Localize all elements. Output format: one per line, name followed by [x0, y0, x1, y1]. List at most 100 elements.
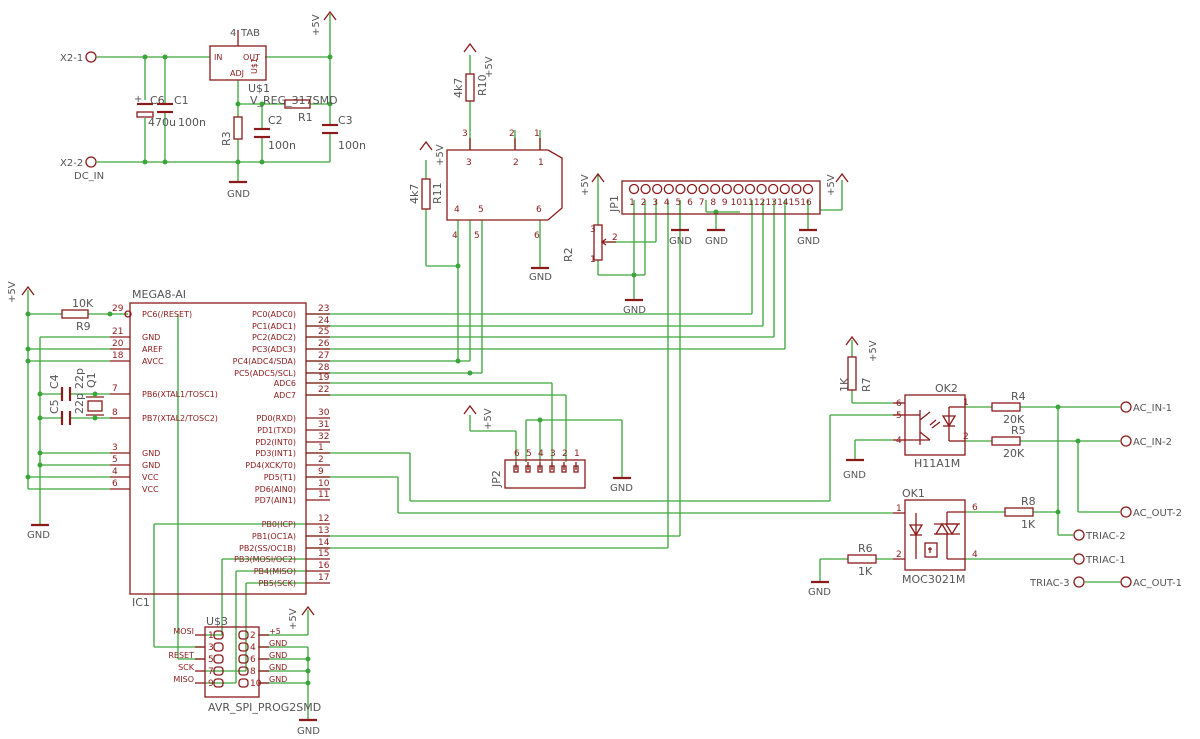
r4-value: 20K — [1003, 413, 1025, 426]
resistors: R1 R3 10K R9 4k7 R10 4k7 R11 1K R7 R4 20… — [61, 73, 1036, 578]
ac-in-1-label: AC_IN-1 — [1133, 403, 1172, 414]
sw-pin2: 2 — [513, 158, 519, 168]
jp2-pin-marker-1 — [573, 465, 579, 473]
ic1-right-num-16: 12 — [318, 514, 329, 524]
jp1-hole-13 — [768, 183, 779, 195]
ic1-right-pin-17: PB1(OC1A) — [252, 532, 296, 541]
jp1-pin-15: 15 — [789, 198, 800, 208]
jp1-pin-13: 13 — [765, 198, 776, 208]
ic1-right-num-8: 30 — [318, 408, 330, 418]
c2-name: C2 — [268, 114, 283, 127]
ic1-right-pin-13: PD5(T1) — [264, 473, 296, 482]
ok1-name: OK1 — [902, 487, 925, 500]
spi-right-num-4: 10 — [250, 679, 262, 689]
jp1-pin-14: 14 — [777, 198, 789, 208]
ic1-left-pin-4: PB6(XTAL1/TOSC1) — [142, 390, 218, 399]
r7-name: R8 — [1021, 495, 1036, 508]
dc-in-label: DC_IN — [74, 171, 104, 182]
ic1-right-pin-14: PD6(AIN0) — [255, 485, 296, 494]
r8-name: R6 — [858, 542, 873, 555]
gnd-label-spi: GND — [297, 726, 320, 737]
ic1-right-num-10: 32 — [318, 432, 329, 442]
jp1-pin-5: 5 — [676, 198, 682, 208]
junctions — [25, 54, 1081, 686]
jp1-hole-16 — [802, 183, 814, 195]
r4-name: R4 — [1011, 390, 1026, 403]
ic1-right-num-12: 2 — [318, 455, 324, 465]
spi-left-num-4: 9 — [208, 679, 214, 689]
sw-pin1-top: 1 — [534, 129, 540, 139]
svg-text:+: + — [134, 94, 142, 105]
ic1-left-num-9: 6 — [112, 479, 118, 489]
spi-right-label-1: GND — [269, 639, 287, 648]
sw-pin2-top: 2 — [509, 129, 515, 139]
ok2-pin1: 1 — [963, 398, 969, 408]
sw-pin4: 4 — [454, 205, 460, 215]
optocoupler-ok2: OK2 H11A1M 6 5 4 1 2 — [893, 382, 969, 470]
ic1-left-num-6: 3 — [112, 443, 118, 453]
gnd-label-jp1-c: GND — [797, 236, 820, 247]
spi-pin-right-4 — [238, 678, 249, 688]
ac-out-2-label: AC_OUT-2 — [1133, 508, 1182, 519]
ic1-right-num-17: 13 — [318, 526, 329, 536]
c2-value: 100n — [268, 139, 296, 152]
ic1-left-pin-6: GND — [142, 449, 160, 458]
ok2-name: OK2 — [935, 382, 958, 395]
jp1-pin-7: 7 — [699, 198, 705, 208]
ic1-right-pin-18: PB2(SS/OC1B) — [239, 544, 296, 553]
spi-name: U$3 — [206, 615, 228, 628]
ic1-left-pin-1: GND — [142, 333, 160, 342]
c1-value: 100n — [178, 116, 206, 129]
c5-value: 22p — [73, 393, 86, 414]
r2-pin2: 2 — [612, 233, 618, 243]
ok2-pin6: 6 — [896, 399, 902, 409]
spi-right-label-0: +5 — [269, 627, 281, 636]
jp1-pin-2: 2 — [641, 198, 647, 208]
ic1-right-num-7: 22 — [318, 385, 329, 395]
jp2-pin-marker-4 — [537, 465, 543, 473]
ic1-left-num-7: 5 — [112, 455, 118, 465]
triac-2-label: TRIAC-2 — [1085, 531, 1126, 542]
spi-right-num-0: 2 — [250, 631, 256, 641]
ok1-pin6: 6 — [972, 503, 978, 513]
ic1-right-num-18: 14 — [318, 538, 330, 548]
jp1-hole-15 — [791, 183, 802, 195]
wires — [27, 14, 1120, 720]
gnd-label-left: GND — [27, 530, 50, 541]
ic1-right-num-4: 27 — [318, 351, 329, 361]
vcc-label-r11: +5V — [435, 144, 446, 166]
jp1-pin-11: 11 — [742, 198, 753, 208]
ic1-right-pin-11: PD3(INT1) — [255, 449, 296, 458]
jp2-pin-marker-5 — [525, 465, 531, 473]
c3-value: 100n — [338, 139, 366, 152]
jp1-pin-10: 10 — [731, 198, 743, 208]
c4-name: C4 — [48, 374, 61, 389]
r2-name: R2 — [562, 247, 575, 262]
optocoupler-ok1: OK1 MOC3021M 1 2 6 4 — [893, 487, 978, 586]
c1-name: C1 — [174, 94, 189, 107]
ic1-left-pin-3: AVCC — [142, 357, 164, 366]
spi-pin-right-0 — [238, 630, 249, 640]
ic1-left-num-2: 20 — [112, 339, 124, 349]
spi-left-label-3: SCK — [178, 663, 195, 672]
jp2-pin-6: 6 — [514, 449, 520, 459]
spi-left-num-3: 7 — [208, 667, 214, 677]
gnd-label-r2: GND — [623, 305, 646, 316]
jp1-hole-2 — [640, 183, 651, 195]
jp1-hole-7 — [698, 183, 709, 195]
spi-pin-left-2 — [213, 654, 224, 664]
ic1-right-pin-7: ADC7 — [274, 391, 296, 400]
ic1-right-pin-20: PB4(MISO) — [254, 567, 296, 576]
ac-out-1-label: AC_OUT-1 — [1133, 578, 1182, 589]
vcc-label-reg: +5V — [311, 14, 322, 36]
ok2-value: H11A1M — [914, 457, 960, 470]
vcc-label-jp2: +5V — [483, 408, 494, 430]
jp1-hole-4 — [663, 183, 674, 195]
jp1-hole-9 — [721, 183, 732, 195]
spi-pin-left-1 — [213, 642, 224, 652]
